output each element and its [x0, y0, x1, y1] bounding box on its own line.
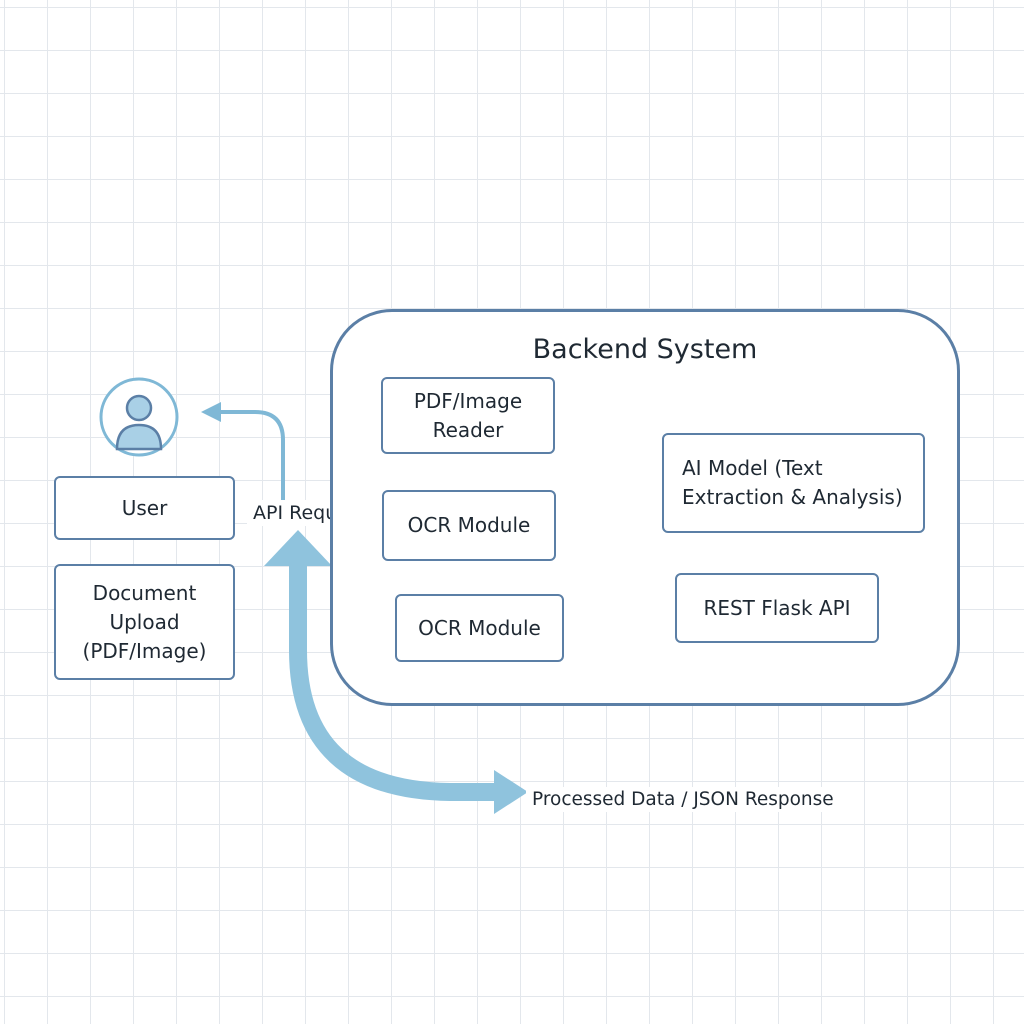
ai-model-node: AI Model (Text Extraction & Analysis) [662, 433, 925, 533]
rest-flask-api-label: REST Flask API [703, 595, 851, 620]
response-arrow-shaft [289, 560, 500, 801]
document-upload-node: Document Upload (PDF/Image) [54, 564, 235, 680]
ocr-module-1-label: OCR Module [407, 513, 531, 537]
pdf-image-reader-label: PDF/Image Reader [413, 388, 523, 442]
response-label: Processed Data / JSON Response [526, 787, 840, 812]
user-avatar-icon [99, 377, 179, 457]
ocr-module-2-label: OCR Module [418, 615, 541, 640]
response-arrow-head-up [264, 530, 332, 566]
ocr-module-node-1: OCR Module [382, 490, 556, 561]
user-node-label: User [121, 495, 168, 520]
user-node: User [54, 476, 235, 540]
ocr-module-node-2: OCR Module [395, 594, 564, 662]
backend-system-title: Backend System [532, 334, 758, 365]
pdf-image-reader-node: PDF/Image Reader [381, 377, 555, 454]
api-request-to-user-arrow [201, 402, 285, 500]
response-arrow-head-right [494, 770, 528, 814]
document-upload-label: Document Upload (PDF/Image) [82, 580, 207, 663]
ai-model-label: AI Model (Text Extraction & Analysis) [682, 456, 903, 509]
rest-flask-api-node: REST Flask API [675, 573, 879, 643]
